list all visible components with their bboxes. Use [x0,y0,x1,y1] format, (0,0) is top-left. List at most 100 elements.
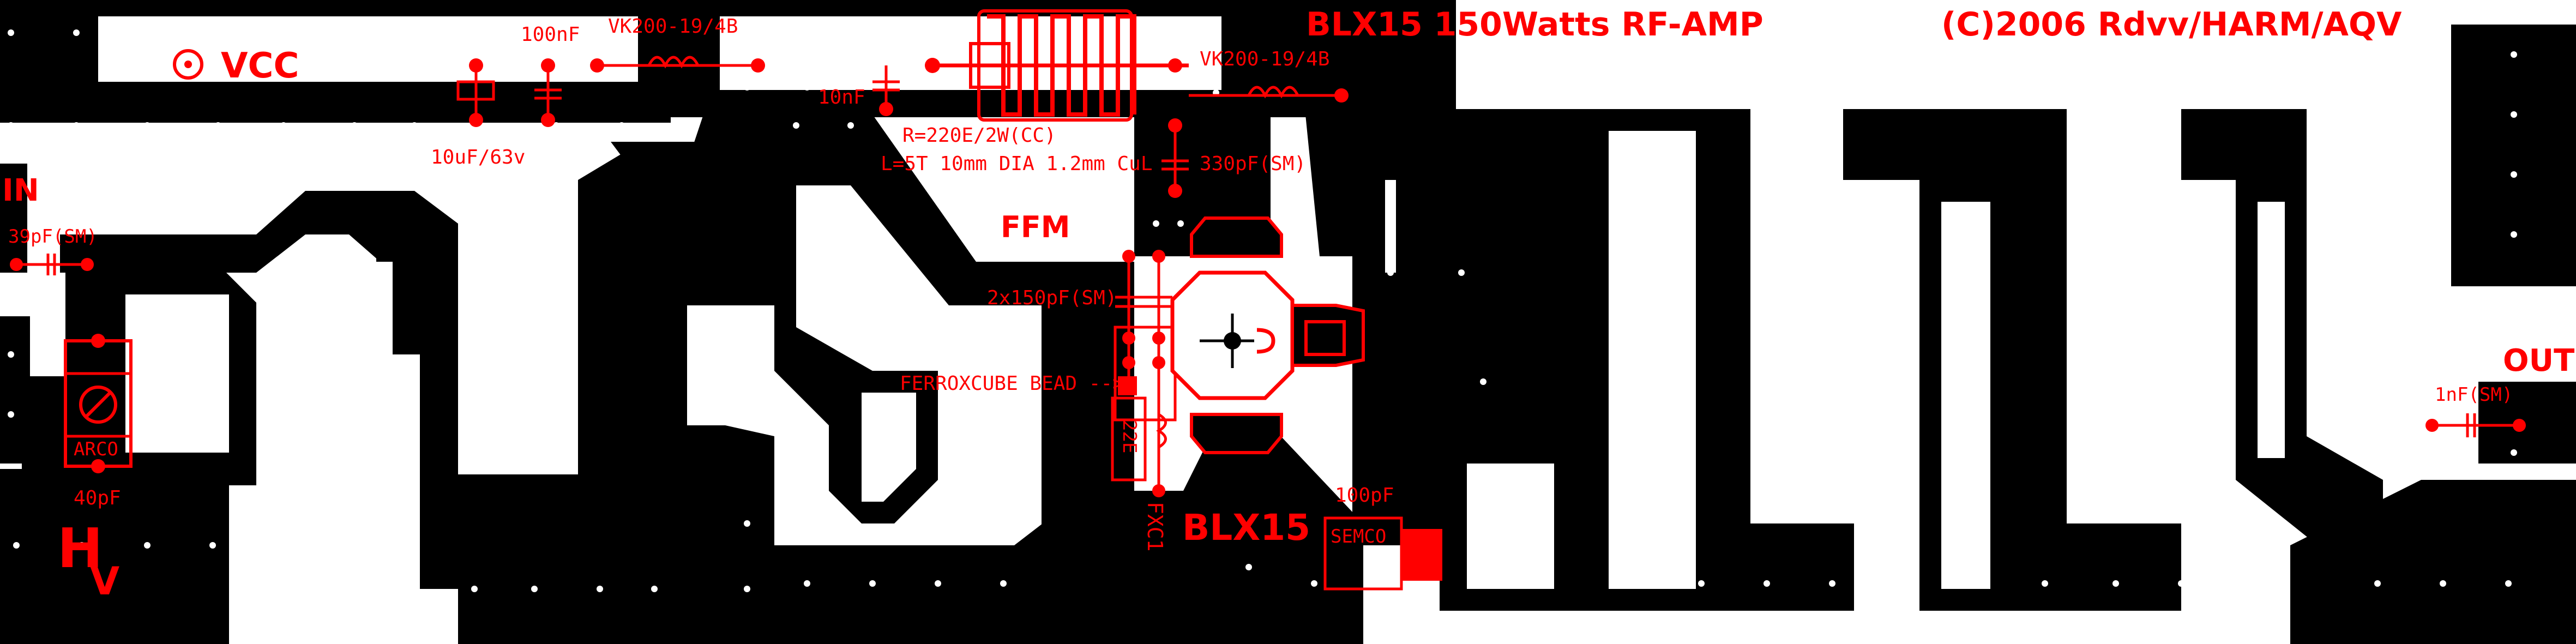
via-hole [869,580,876,587]
pad-icon [590,58,604,73]
output-gap-4 [1772,131,1816,502]
emitter-ground [774,425,1363,644]
cap-40pf-label: 40pF [74,487,121,509]
silkscreen-layer [10,9,2526,591]
via-hole [744,586,750,592]
pad-icon [541,58,555,73]
via-hole [967,122,974,129]
via-hole [618,122,625,129]
via-hole [1387,269,1394,276]
cap-39pf-label: 39pF(SM) [8,226,98,248]
resistor-body-icon [969,42,1010,89]
labels: BLX15 150Watts RF-AMP (C)2006 Rdvv/HARM/… [2,5,2574,604]
via-hole [1120,220,1127,227]
via-hole [2374,580,2381,587]
meander-gap-4 [703,322,763,404]
pad-icon [1152,250,1165,263]
via-hole [1027,122,1034,129]
cap-10nf-label: 10nF [818,86,865,109]
via-hole [13,542,20,549]
choke-winding-icon [1247,86,1299,99]
output-line-4 [1723,109,1854,611]
output-gap-5 [1941,202,1990,589]
via-hole [8,351,14,358]
output-line-8 [2290,480,2576,644]
via-hole [1545,29,1552,36]
pad-icon [1152,484,1165,497]
trimmer-screw-icon [79,386,117,424]
via-hole [744,84,750,91]
via-hole [2511,51,2517,58]
input-pad [0,164,27,273]
via-hole [597,586,603,592]
via-hole [531,586,538,592]
via-hole [1469,580,1476,587]
via-hole [389,586,396,592]
pad-icon [1152,332,1165,345]
via-hole [79,542,85,549]
output-gap-6 [2089,131,2154,502]
via-hole [73,29,80,36]
pad-icon [10,258,23,271]
via-hole [209,542,216,549]
ffm-label: FFM [1001,210,1070,244]
output-line-5 [1843,109,2018,611]
substrate-cutouts [98,16,2285,644]
via-hole [73,122,80,129]
resistor-22e-label: 22E [1118,420,1140,453]
via-hole [351,122,358,129]
via-hole [1524,580,1530,587]
pad-icon [1168,118,1182,133]
via-hole [1960,580,1966,587]
via-hole [2112,580,2119,587]
vcc-terminal-icon [173,49,203,80]
via-hole [2511,231,2517,238]
via-hole [793,122,799,129]
base-bridge [1042,305,1134,545]
ferroxcube-label: FERROXCUBE BEAD --> [900,372,1124,395]
meander-gap-3 [480,229,562,453]
semco-label: SEMCO [1331,526,1386,547]
cap-2x150pf-label: 2x150pF(SM) [987,287,1117,309]
pad-icon [925,58,940,73]
via-hole [651,586,658,592]
via-hole [8,29,14,36]
via-hole [935,580,941,587]
via-hole [2418,460,2424,467]
via-hole [471,586,478,592]
vcc-terminal-dot-icon [184,61,192,68]
via-hole [2511,171,2517,178]
via-hole [2178,580,2184,587]
via-hole [2505,580,2512,587]
coil-outline-icon [977,9,1133,122]
output-gap-3 [1609,131,1696,589]
via-hole [804,84,810,91]
via-hole [1698,580,1705,587]
via-hole [8,122,14,129]
output-gap-2 [1467,464,1554,589]
via-hole [1153,220,1159,227]
pad-icon [469,113,483,127]
pad-icon [879,102,893,116]
pad-icon [1334,88,1349,103]
pad-icon [541,113,555,127]
ferrite-bead-icon [1118,376,1137,395]
hv-label-v: V [90,559,119,604]
via-hole [1311,580,1317,587]
via-hole [1213,62,1219,69]
meander-gap-2 [333,262,420,644]
pad-icon [1122,356,1135,369]
via-hole [1829,580,1835,587]
output-line-6 [2018,109,2181,611]
pad-icon [1122,250,1135,263]
trimmer-slot-icon [85,391,112,418]
pad-icon [469,58,483,73]
input-matching-line-3 [578,147,687,644]
fxc1-winding-icon [1156,413,1167,449]
output-gap-1 [1385,180,1396,273]
coil-winding-icon [987,14,1136,117]
pad-icon [91,334,105,348]
pad-icon [2425,419,2439,432]
pad-icon [1152,356,1165,369]
